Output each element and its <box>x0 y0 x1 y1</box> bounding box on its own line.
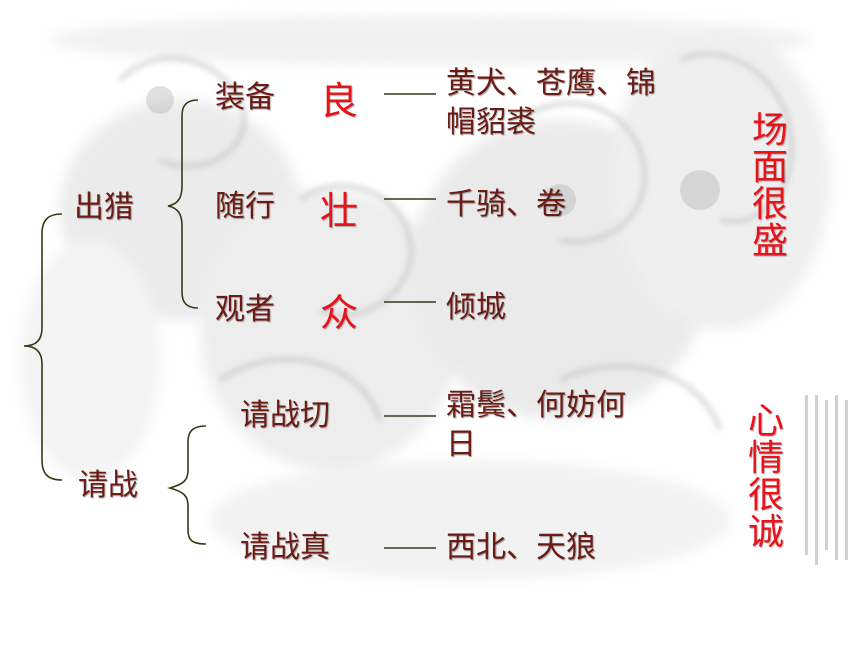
hunt-item-label: 随行 <box>215 189 275 224</box>
hunt-node: 出猎 <box>74 190 134 225</box>
hunt-item-label: 装备 <box>215 80 275 115</box>
battle-item-detail: 西北、天狼 <box>446 530 596 565</box>
hunt-item-detail: 倾城 <box>446 290 506 325</box>
root-brace <box>23 213 63 481</box>
hunt-item-label: 观者 <box>215 292 275 327</box>
hunt-item-key: 良 <box>320 79 359 123</box>
battle-brace <box>167 425 207 545</box>
battle-item-label: 请战真 <box>240 530 330 565</box>
hunt-item-key: 壮 <box>320 189 359 233</box>
conclusion-scene: 场面很盛 <box>751 110 788 262</box>
hunt-item-key: 众 <box>320 291 359 335</box>
hunt-brace <box>167 99 199 309</box>
hunt-item-detail: 黄犬、苍鹰、锦帽貂裘 <box>446 66 656 140</box>
battle-node: 请战 <box>78 468 138 503</box>
battle-item-label: 请战切 <box>240 398 330 433</box>
battle-item-detail: 霜鬓、何妨何日 <box>446 388 626 462</box>
conclusion-mood: 心情很诚 <box>747 401 784 553</box>
hunt-item-detail: 千骑、卷 <box>446 187 566 222</box>
